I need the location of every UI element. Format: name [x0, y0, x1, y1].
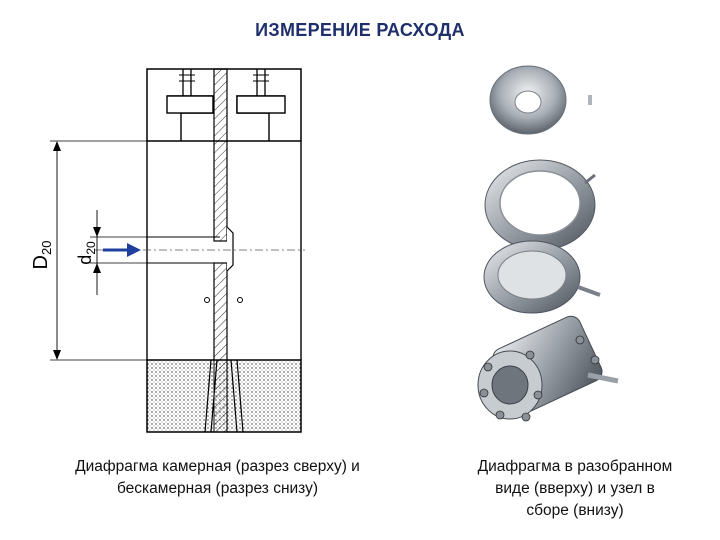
page-title: ИЗМЕРЕНИЕ РАСХОДА: [255, 20, 465, 40]
flow-direction-arrow: [103, 243, 141, 257]
d20-small-subscript: 20: [84, 241, 98, 255]
right-caption: Диафрагма в разобранном виде (вверху) и …: [440, 456, 710, 522]
right-caption-line: виде (вверху) и узел в: [495, 480, 655, 497]
left-caption: Диафрагма камерная (разрез сверху) и бес…: [25, 456, 410, 500]
diaphragm-photo-illustration: [477, 65, 619, 422]
dimension-D20: D20: [30, 140, 147, 361]
svg-text:d20: d20: [75, 241, 98, 265]
svg-text:D20: D20: [30, 241, 54, 270]
left-caption-line: бескамерная (разрез снизу): [116, 480, 319, 497]
gasket-ring: [483, 240, 601, 314]
bottom-chamberless-body: [146, 359, 302, 433]
tap-hole: [204, 297, 210, 303]
d20-small-label: d: [75, 255, 95, 265]
right-caption-line: Диафрагма в разобранном: [477, 458, 673, 475]
chamber-ring: [484, 159, 596, 251]
d20-big-subscript: 20: [39, 241, 54, 255]
tap-hole: [237, 297, 243, 303]
dimension-d20: d20: [75, 210, 147, 295]
orifice-disk: [489, 65, 592, 135]
assembled-unit: [477, 315, 619, 422]
orifice-cross-section-drawing: D20 d20: [30, 68, 305, 433]
right-caption-line: сборе (внизу): [526, 502, 624, 519]
d20-big-label: D: [30, 255, 52, 269]
left-caption-line: Диафрагма камерная (разрез сверху) и: [75, 458, 360, 475]
